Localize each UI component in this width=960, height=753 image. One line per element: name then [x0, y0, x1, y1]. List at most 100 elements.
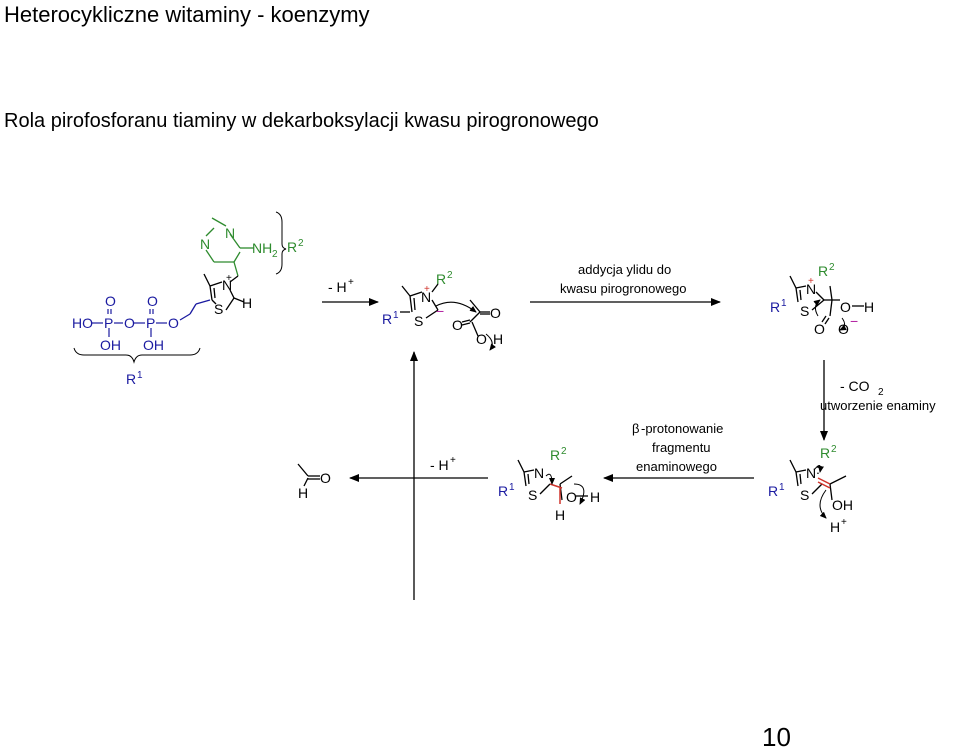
r2-sup: 2	[831, 444, 837, 455]
label-enamine-formation: utworzenie enaminy	[820, 398, 936, 413]
label-minus-h: - H	[430, 457, 449, 473]
enamine: R 1 R 2 N : S OH H +	[768, 444, 853, 535]
label-protonation-1: -protonowanie	[641, 421, 723, 436]
atom-n: N	[534, 465, 544, 481]
label-h-plus-sup: +	[450, 455, 456, 466]
charge-minus: −	[436, 303, 444, 319]
r1-label: R	[498, 483, 508, 499]
atom-o: O	[838, 321, 849, 337]
charge-minus: −	[850, 313, 858, 329]
atom-p: P	[104, 315, 113, 331]
atom-n: N	[806, 465, 816, 481]
r1-sup: 1	[393, 310, 399, 321]
atom-h: H	[242, 295, 252, 311]
atom-nh2: NH	[252, 240, 272, 256]
atom-h: H	[864, 299, 874, 315]
atom-n: N	[225, 225, 235, 241]
atom-p: P	[146, 315, 155, 331]
r1-label: R	[768, 483, 778, 499]
r1-sup: 1	[509, 482, 515, 493]
page-number: 10	[762, 722, 791, 752]
r1-label: R	[382, 311, 392, 327]
curved-arrow	[839, 317, 847, 331]
atom-ho: HO	[72, 315, 93, 331]
atom-o: O	[476, 331, 487, 347]
atom-h: H	[493, 331, 503, 347]
atom-oh: OH	[143, 337, 164, 353]
atom-o: O	[452, 317, 463, 333]
r2-label: R	[818, 263, 828, 279]
r2-label: R	[820, 445, 830, 461]
charge-plus: +	[841, 517, 847, 528]
pyrophosphate-group: HO P O P O O O OH OH	[72, 293, 179, 353]
atom-n-plus: N	[421, 289, 431, 305]
r2-sup: 2	[447, 270, 453, 281]
atom-o: O	[168, 315, 179, 331]
atom-s: S	[528, 487, 537, 503]
page-subtitle: Rola pirofosforanu tiaminy w dekarboksyl…	[4, 110, 599, 132]
curved-arrow	[813, 465, 824, 473]
atom-o: O	[490, 305, 501, 321]
curved-arrow	[813, 299, 821, 317]
ylide-pyruvate: R 1 R 2 N + S − O O O	[382, 270, 503, 351]
r2-label: R	[287, 239, 297, 255]
r2-sup: 2	[561, 446, 567, 457]
atom-h: H	[590, 489, 600, 505]
label-protonation-2: fragmentu	[652, 440, 711, 455]
atom-s: S	[800, 487, 809, 503]
r1-sup: 1	[781, 298, 787, 309]
lone-pair: :	[816, 461, 820, 477]
label-co2-sub: 2	[878, 387, 884, 398]
atom-oh: OH	[832, 497, 853, 513]
atom-o: O	[840, 299, 851, 315]
curved-arrow	[573, 483, 586, 505]
label-co2: - CO	[840, 378, 870, 394]
label-h-plus-sup: +	[348, 277, 354, 288]
atom-n: N	[200, 236, 210, 252]
thiazolium-ring	[203, 273, 245, 311]
r2-label: R	[550, 447, 560, 463]
r1-label: R	[770, 299, 780, 315]
atom-h: H	[830, 519, 840, 535]
label-minus-h: - H	[328, 279, 347, 295]
atom-h: H	[555, 507, 565, 523]
charge-plus: +	[226, 273, 232, 284]
atom-o: O	[147, 293, 158, 309]
atom-oh: OH	[100, 337, 121, 353]
atom-h: H	[298, 485, 308, 501]
page-title: Heterocykliczne witaminy - koenzymy	[4, 2, 370, 27]
atom-o: O	[566, 489, 577, 505]
atom-s: S	[414, 313, 423, 329]
charge-plus: +	[808, 276, 814, 287]
charge-plus: +	[424, 284, 430, 295]
atom-n-plus: N	[806, 281, 816, 297]
curved-arrow-attack	[435, 301, 477, 313]
r1-label: R	[126, 371, 136, 387]
atom-s: S	[214, 301, 223, 317]
label-addition-2: kwasu pirogronowego	[560, 281, 686, 296]
r1-sup: 1	[779, 482, 785, 493]
label-addition-1: addycja ylidu do	[578, 262, 671, 277]
r1-sup: 1	[137, 370, 143, 381]
protonated-intermediate: R 1 R 2 N S O H H	[498, 446, 600, 523]
curved-arrow-proton	[485, 333, 496, 351]
r2-sup: 2	[298, 238, 304, 249]
curved-arrow	[819, 489, 827, 519]
r2-brace	[275, 211, 287, 275]
atom-s: S	[800, 303, 809, 319]
tpp-molecule: N N NH 2 R 2 N + S H HO	[72, 211, 304, 387]
r2-sup: 2	[829, 262, 835, 273]
r2-label: R	[436, 271, 446, 287]
atom-n-plus: N	[222, 277, 232, 293]
pyrimidine-ring	[205, 217, 254, 277]
atom-nh2-sub: 2	[272, 249, 278, 260]
adduct: R 1 R 2 N + S O H O O −	[770, 262, 874, 337]
label-beta: β	[632, 421, 639, 436]
label-protonation-3: enaminowego	[636, 459, 717, 474]
curved-arrow	[545, 473, 555, 485]
r1-brace	[73, 347, 201, 364]
atom-o: O	[105, 293, 116, 309]
atom-o: O	[320, 470, 331, 486]
acetaldehyde: O H	[297, 463, 331, 501]
